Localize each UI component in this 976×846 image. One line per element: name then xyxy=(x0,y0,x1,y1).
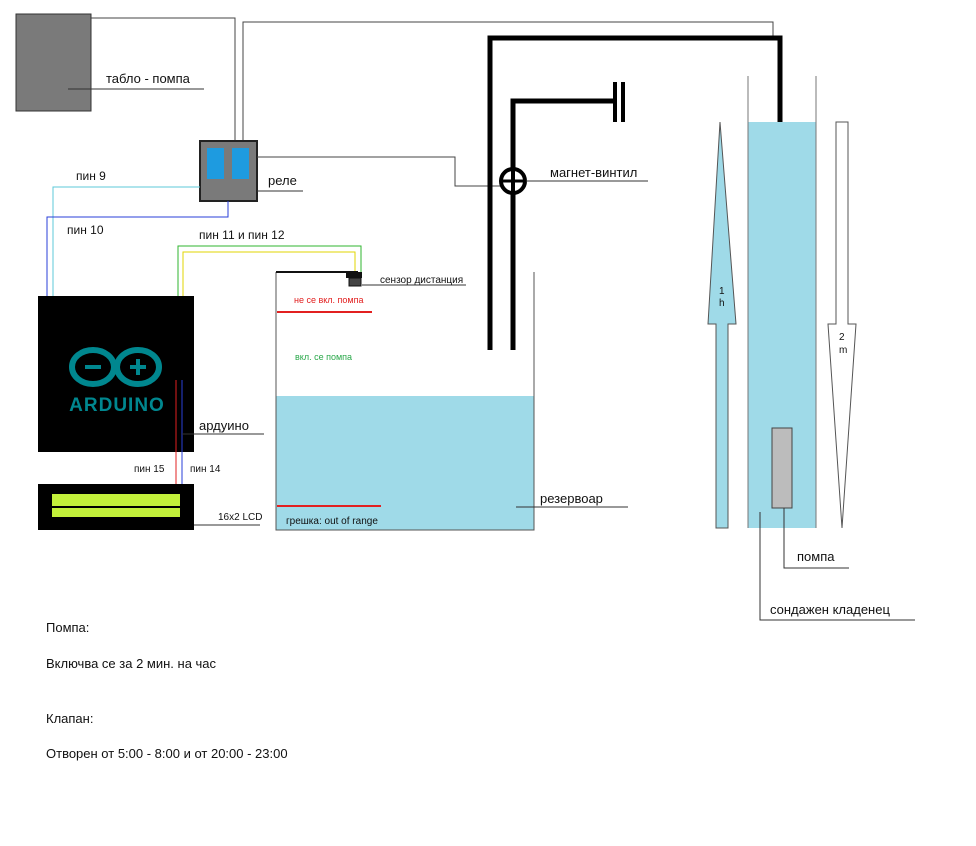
up-arrow-icon xyxy=(707,121,737,529)
relay-valve-wire xyxy=(257,156,500,187)
pump-panel-box xyxy=(15,13,92,112)
well-pump xyxy=(771,427,793,509)
arduino-label: ардуино xyxy=(199,418,249,433)
valve-notes-title: Клапан: xyxy=(46,711,94,726)
well-pump-leader xyxy=(783,508,849,569)
valve-label: магнет-винтил xyxy=(550,165,637,180)
pin10-label: пин 10 xyxy=(67,223,104,237)
valve-pipe xyxy=(510,98,614,350)
reservoir-wall xyxy=(275,272,535,531)
error-label: грешка: out of range xyxy=(286,516,378,527)
reservoir-water xyxy=(276,396,534,530)
down-arrow-icon xyxy=(827,121,857,529)
lcd-label: 16x2 LCD xyxy=(218,512,262,523)
reservoir-label: резервоар xyxy=(540,491,603,506)
pin12-wire xyxy=(182,251,356,330)
lcd-row-1 xyxy=(52,494,180,506)
lcd-row-2 xyxy=(52,508,180,517)
relay-coil-right xyxy=(232,148,249,179)
well-label: сондажен кладенец xyxy=(770,602,890,617)
no-pump-label: не се вкл. помпа xyxy=(294,295,364,305)
sensor-label: сензор дистанция xyxy=(380,275,463,286)
panel-relay-wire xyxy=(91,17,236,142)
pin14-label: пин 14 xyxy=(190,464,221,475)
pin11-12-label: пин 11 и пин 12 xyxy=(199,228,285,242)
up-arrow-unit: h xyxy=(719,298,725,309)
well-leader xyxy=(759,512,915,621)
pin9-wire xyxy=(52,186,200,302)
pump-notes-title: Помпа: xyxy=(46,620,90,635)
up-arrow-number: 1 xyxy=(719,286,725,297)
pin11-wire xyxy=(177,245,362,330)
well-pump-label: помпа xyxy=(797,549,835,564)
pin15-label: пин 15 xyxy=(134,464,165,475)
pump-on-label: вкл. се помпа xyxy=(295,352,352,362)
solenoid-valve-icon xyxy=(499,167,527,195)
distance-sensor-head xyxy=(348,277,362,287)
relay-coil-left xyxy=(207,148,224,179)
pump-panel-label: табло - помпа xyxy=(106,71,191,86)
relay-pump-wire xyxy=(242,21,774,142)
down-arrow-unit: m xyxy=(839,345,847,356)
pin9-label: пин 9 xyxy=(76,169,106,183)
arduino-logo-icon xyxy=(69,347,162,387)
distance-sensor xyxy=(346,272,362,278)
down-arrow-number: 2 xyxy=(839,332,845,343)
pump-notes-text: Включва се за 2 мин. на час xyxy=(46,656,217,671)
lcd-module xyxy=(38,484,194,530)
arduino-logo-text: ARDUINO xyxy=(69,395,165,416)
valve-notes-text: Отворен от 5:00 - 8:00 и от 20:00 - 23:0… xyxy=(46,746,288,761)
relay-label: реле xyxy=(268,173,297,188)
